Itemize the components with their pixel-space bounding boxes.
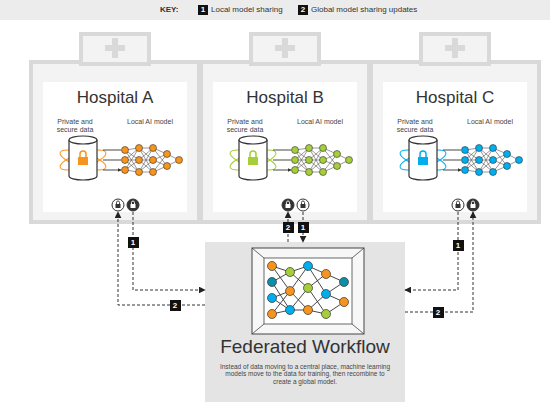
neural-net-icon	[462, 145, 523, 176]
data-caption: Private and secure data	[47, 118, 103, 134]
callout-number: 2	[170, 300, 181, 311]
lock-icon	[452, 199, 464, 211]
key-band	[0, 0, 550, 20]
hospital-box: Hospital A Private and secure data Local A…	[43, 82, 187, 212]
federated-title: Federated Workflow	[205, 336, 405, 358]
key-heading: KEY:	[160, 5, 190, 15]
database-icon	[58, 136, 121, 180]
model-sharing-connector	[118, 212, 205, 305]
hospital-name: Hospital C	[383, 88, 527, 108]
legend-text: Global model sharing updates	[311, 5, 417, 15]
data-caption: Private and secure data	[387, 118, 443, 134]
legend-number: 2	[298, 5, 308, 15]
database-icon	[228, 136, 291, 180]
database-icon	[398, 136, 461, 180]
model-sharing-connector	[288, 212, 289, 242]
neural-net-icon	[292, 145, 353, 176]
callout-number: 1	[128, 237, 139, 248]
legend-number: 1	[198, 5, 208, 15]
legend-swatch	[298, 5, 308, 15]
neural-net-icon	[122, 145, 183, 176]
lock-icon	[127, 199, 139, 211]
global-model-frame	[252, 248, 364, 334]
model-caption: Local AI model	[467, 118, 513, 126]
hospital-building	[31, 34, 199, 222]
federated-box: Federated WorkflowInstead of data moving…	[205, 242, 405, 402]
federated-description: Instead of data moving to a central plac…	[217, 363, 393, 385]
callout-number: 1	[453, 240, 464, 251]
model-caption: Local AI model	[127, 118, 173, 126]
hospital-name: Hospital A	[43, 88, 187, 108]
data-caption: Private and secure data	[217, 118, 273, 134]
model-sharing-connector	[405, 212, 458, 290]
hospital-building	[201, 34, 369, 222]
legend-swatch	[198, 5, 208, 15]
hospital-box: Hospital B Private and secure data Local A…	[213, 82, 357, 212]
hospital-box: Hospital C Private and secure data Local A…	[383, 82, 527, 212]
callout-number: 2	[433, 307, 444, 318]
model-sharing-connector	[303, 212, 304, 242]
lock-icon	[297, 199, 309, 211]
lock-icon	[282, 199, 294, 211]
hospital-name: Hospital B	[213, 88, 357, 108]
lock-icon	[112, 199, 124, 211]
legend-text: Local model sharing	[211, 5, 283, 15]
model-sharing-connector	[405, 212, 473, 312]
hospital-building	[371, 34, 539, 222]
callout-number: 2	[283, 222, 294, 233]
model-caption: Local AI model	[297, 118, 343, 126]
callout-number: 1	[298, 222, 309, 233]
model-sharing-connector	[133, 212, 205, 290]
lock-icon	[467, 199, 479, 211]
